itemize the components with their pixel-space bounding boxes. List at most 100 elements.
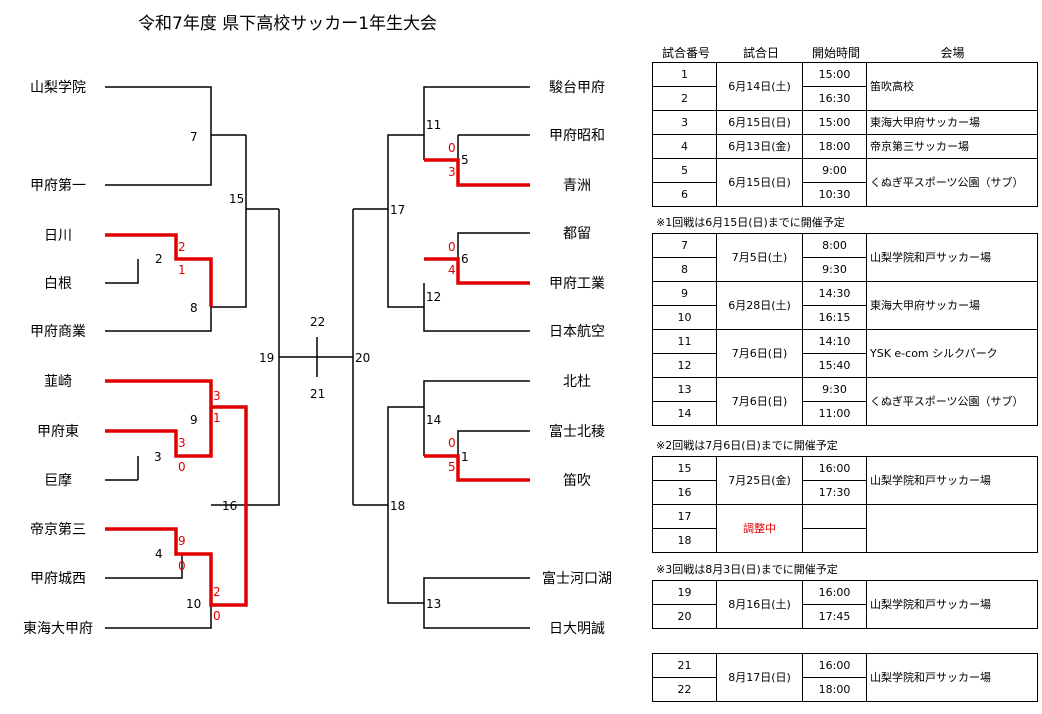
cell-venue [866, 504, 1038, 553]
cell-start-time [802, 528, 867, 553]
team-left-10: 東海大甲府 [23, 621, 93, 637]
score-m5-1: 3 [448, 165, 456, 179]
match-number-11: 11 [426, 118, 441, 132]
team-left-6: 甲府東 [37, 424, 79, 440]
match-number-18: 18 [390, 499, 405, 513]
cell-start-time: 15:40 [802, 353, 867, 378]
match-number-21: 21 [310, 387, 325, 401]
cell-match-no: 4 [652, 134, 717, 159]
cell-venue: 帝京第三サッカー場 [866, 134, 1038, 159]
score-m4-0: 9 [178, 534, 186, 548]
cell-date: 7月6日(日) [716, 377, 803, 426]
schedule-note-round3: ※3回戦は8月3日(日)までに開催予定 [656, 563, 838, 576]
cell-match-no: 9 [652, 281, 717, 306]
cell-match-no: 5 [652, 158, 717, 183]
match-number-16: 16 [222, 499, 237, 513]
header-venue: 会場 [940, 46, 965, 60]
cell-start-time: 15:00 [802, 62, 867, 87]
team-left-0: 山梨学院 [30, 80, 86, 96]
team-left-9: 甲府城西 [30, 571, 86, 587]
schedule-row: 20 17:45 [652, 604, 1038, 629]
cell-date: 7月6日(日) [716, 329, 803, 378]
cell-date: 8月16日(土) [716, 580, 803, 629]
cell-venue: 山梨学院和戸サッカー場 [866, 580, 1038, 629]
cell-venue: 東海大甲府サッカー場 [866, 110, 1038, 135]
cell-start-time: 15:00 [802, 110, 867, 135]
match-number-4: 4 [155, 547, 163, 561]
bracket-lines [105, 86, 530, 629]
cell-match-no: 10 [652, 305, 717, 330]
team-right-10: 日大明誠 [549, 621, 605, 637]
cell-match-no: 20 [652, 604, 717, 629]
page-title: 令和7年度 県下高校サッカー1年生大会 [138, 14, 437, 34]
match-number-7: 7 [190, 130, 198, 144]
cell-date: 調整中 [716, 504, 803, 553]
team-left-1: 甲府第一 [30, 177, 86, 194]
match-number-15: 15 [229, 192, 244, 206]
cell-start-time: 17:45 [802, 604, 867, 629]
schedule-note-round2: ※2回戦は7月6日(日)までに開催予定 [656, 439, 838, 452]
score-m1-1: 5 [448, 460, 456, 474]
cell-venue: 東海大甲府サッカー場 [866, 281, 1038, 330]
team-right-2: 青洲 [563, 178, 591, 194]
team-left-7: 巨摩 [44, 472, 72, 489]
match-number-5: 5 [461, 153, 469, 167]
score-m2-1: 1 [178, 263, 186, 277]
score-m3-0: 3 [178, 436, 186, 450]
score-m3-1: 0 [178, 460, 186, 474]
cell-date: 6月15日(日) [716, 110, 803, 135]
cell-match-no: 22 [652, 677, 717, 702]
schedule-row: 10 16:15 [652, 305, 1038, 330]
match-number-3: 3 [154, 450, 162, 464]
cell-venue: 山梨学院和戸サッカー場 [866, 653, 1038, 702]
tournament-bracket: 令和7年度 県下高校サッカー1年生大会 山梨学院甲府第一日川白根甲府商業韮崎甲府… [23, 14, 612, 637]
cell-start-time: 16:00 [802, 653, 867, 678]
cell-start-time: 9:00 [802, 158, 867, 183]
cell-date: 6月13日(金) [716, 134, 803, 159]
cell-match-no: 11 [652, 329, 717, 354]
cell-start-time: 18:00 [802, 677, 867, 702]
cell-date: 6月14日(土) [716, 62, 803, 111]
cell-match-no: 15 [652, 456, 717, 481]
score-m4-1: 0 [178, 559, 186, 573]
score-m2-0: 2 [178, 240, 186, 254]
cell-match-no: 16 [652, 480, 717, 505]
cell-start-time: 16:00 [802, 580, 867, 605]
cell-start-time: 10:30 [802, 182, 867, 207]
match-number-10: 10 [186, 597, 201, 611]
cell-start-time: 16:15 [802, 305, 867, 330]
cell-start-time: 9:30 [802, 257, 867, 282]
match-number-20: 20 [355, 351, 370, 365]
score-m9-1: 1 [213, 411, 221, 425]
cell-date: 6月15日(日) [716, 158, 803, 207]
match-number-22: 22 [310, 315, 325, 329]
team-right-8: 笛吹 [563, 473, 591, 489]
cell-start-time: 9:30 [802, 377, 867, 402]
cell-start-time: 8:00 [802, 233, 867, 258]
cell-venue: くぬぎ平スポーツ公園（サブ） [866, 158, 1038, 207]
cell-match-no: 7 [652, 233, 717, 258]
match-number-6: 6 [461, 252, 469, 266]
team-right-1: 甲府昭和 [549, 128, 605, 144]
header-date: 試合日 [742, 46, 779, 60]
team-right-0: 駿台甲府 [549, 80, 605, 96]
cell-match-no: 8 [652, 257, 717, 282]
schedule-note-round1: ※1回戦は6月15日(日)までに開催予定 [656, 216, 845, 229]
score-m6-1: 4 [448, 263, 456, 277]
score-m1-0: 0 [448, 436, 456, 450]
cell-match-no: 3 [652, 110, 717, 135]
team-left-4: 甲府商業 [30, 324, 86, 340]
